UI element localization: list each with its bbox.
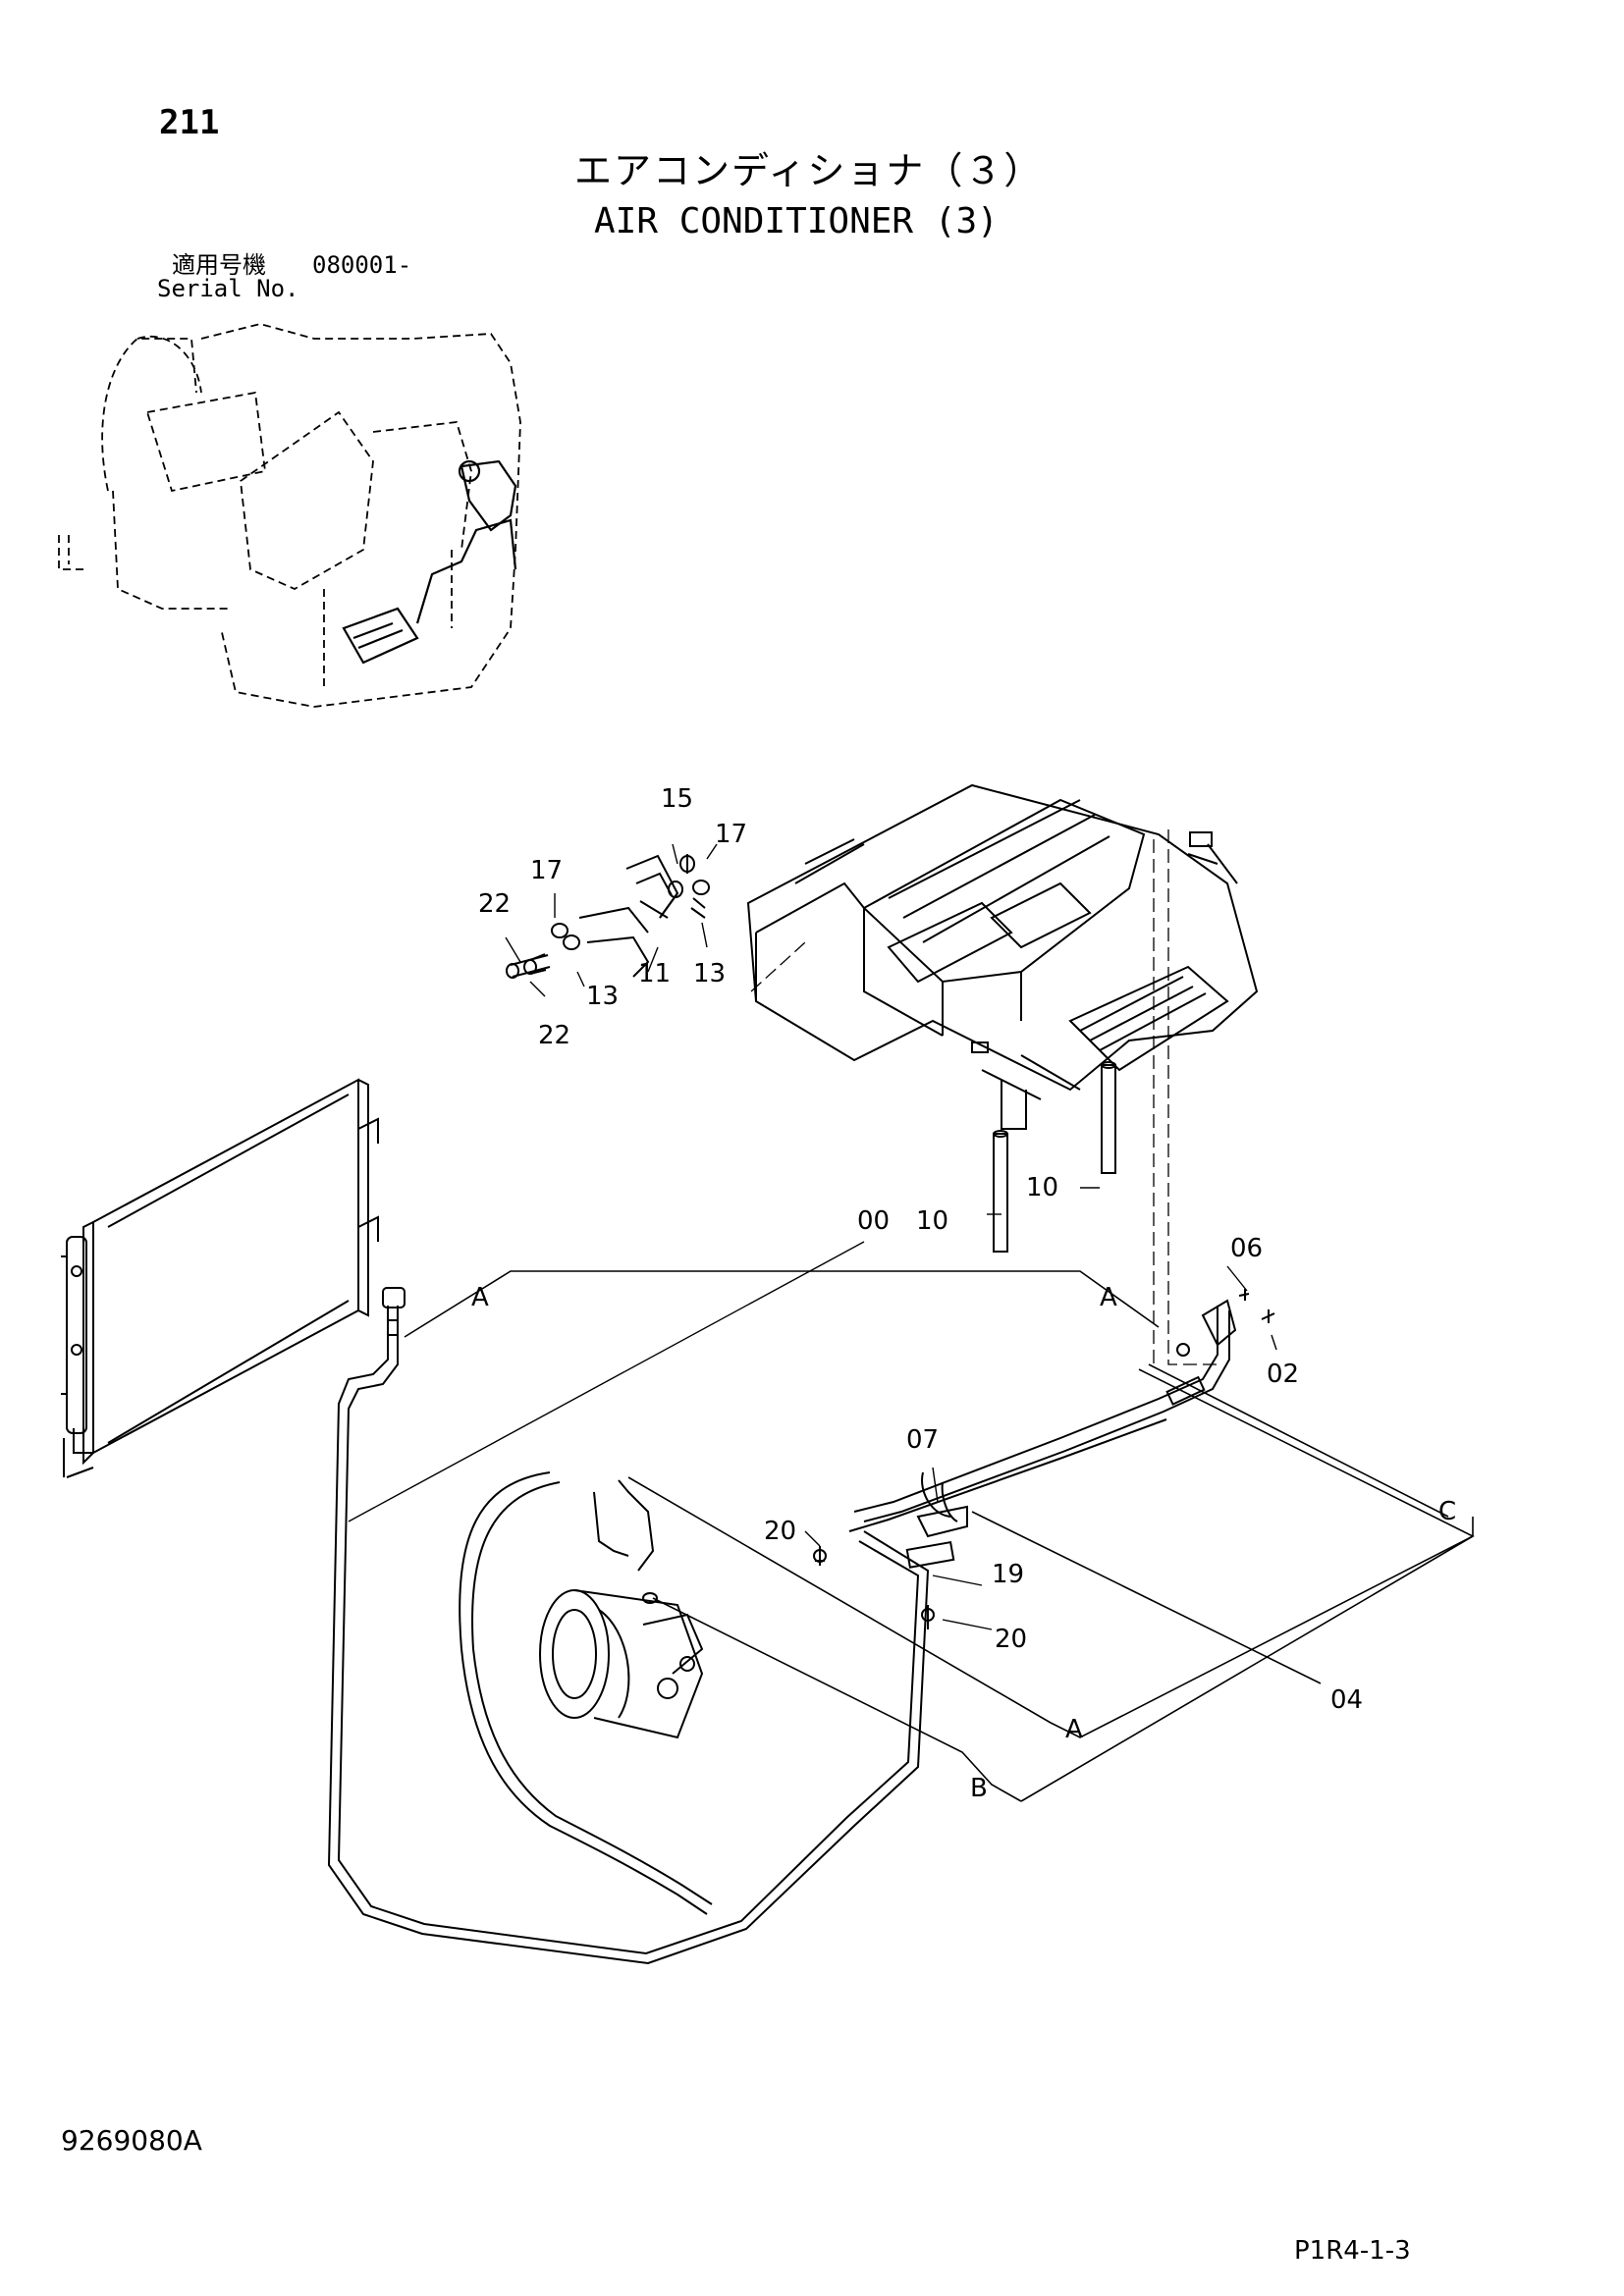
callout-20-top: 20 (764, 1517, 796, 1546)
serial-label-english: Serial No. (157, 275, 299, 302)
title-japanese: エアコンディショナ（３） (574, 149, 1044, 192)
callout-07: 07 (906, 1425, 939, 1455)
callout-13-right: 13 (693, 959, 726, 988)
callout-19: 19 (992, 1560, 1024, 1589)
reference-lines (404, 1270, 1475, 1802)
callout-17-right: 17 (715, 820, 747, 849)
callout-22-top: 22 (478, 889, 511, 919)
reference-a-left: A (471, 1283, 489, 1312)
drawing-number: 9269080A (61, 2124, 202, 2157)
reference-a-bottom: A (1065, 1715, 1083, 1744)
air-conditioner-unit (746, 783, 1259, 1130)
serial-label-japanese: 適用号機 (172, 251, 266, 279)
callout-20-bottom: 20 (995, 1625, 1027, 1654)
drain-hoses (506, 854, 710, 979)
callout-00: 00 (857, 1206, 890, 1236)
machine-locator-sketch (58, 323, 521, 708)
callout-02: 02 (1267, 1360, 1299, 1389)
callout-13-left: 13 (586, 982, 619, 1011)
drain-pipes-10 (993, 1061, 1116, 1253)
callout-17-left: 17 (530, 856, 563, 885)
callout-10-right: 10 (1026, 1173, 1058, 1202)
serial-number-value: 080001- (312, 251, 412, 279)
hose-04 (459, 1306, 1230, 1915)
locator-highlight (342, 459, 517, 665)
reference-b: B (970, 1774, 988, 1803)
page-number: 211 (159, 103, 220, 142)
condenser (61, 1078, 379, 1478)
hose-00 (327, 1287, 930, 1965)
callout-04: 04 (1330, 1685, 1363, 1715)
fittings (642, 1289, 1275, 1629)
callout-06: 06 (1230, 1234, 1263, 1263)
compressor (539, 1589, 704, 1739)
callout-15: 15 (661, 784, 693, 814)
reference-a-right: A (1100, 1283, 1117, 1312)
callout-10-left: 10 (916, 1206, 948, 1236)
leader-lines (348, 843, 1277, 1630)
reference-c: C (1438, 1497, 1456, 1526)
callout-22-bottom: 22 (538, 1021, 570, 1050)
page-code: P1R4-1-3 (1294, 2236, 1411, 2266)
callout-11: 11 (638, 959, 671, 988)
title-english: AIR CONDITIONER (3) (594, 201, 999, 241)
